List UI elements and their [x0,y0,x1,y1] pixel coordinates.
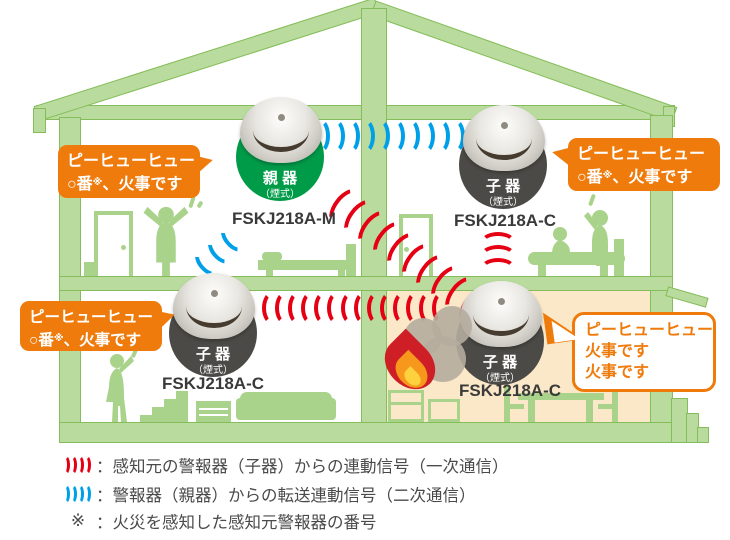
fire-origin-bubble: ピーヒューヒュー 火事です 火事です [572,312,716,392]
legend-secondary-signal: ：警報器（親器）からの転送連動信号（二次通信） [60,482,476,506]
stairs-step [164,399,188,407]
sofa-seat [240,404,332,420]
bubble-line: ピーヒューヒュー [67,153,196,170]
device-model-label: FSKJ218A-C [458,381,562,400]
device-type: （煙式） [193,365,233,376]
device-child-bottom-right: 子 器 （煙式） [456,281,546,385]
device-child-bottom-left: 子 器 （煙式） [169,273,259,377]
cabinet-drawer-line [199,414,228,416]
table-leg [528,400,535,422]
door-upper-left [94,211,133,280]
sofa-back [240,392,332,406]
bench-post [614,239,624,279]
device-name: 親 器 [262,170,298,187]
device-child-top-right: 子 器 （煙式） [459,105,549,209]
bubble-line: ピーヒューヒュー [29,309,154,326]
bubble-line: ピーヒューヒュー [585,322,714,339]
device-name: 子 器 [482,354,518,371]
device-name: 子 器 [195,346,231,363]
alert-bubble-top-right: ピーヒューヒュー ○番※、火事です [568,138,720,191]
person-woman [106,354,134,422]
person-arms-up [143,206,189,279]
children-playing [552,210,608,266]
bubble-tail-fill [551,317,580,343]
table-leg [586,400,593,422]
bubble-line: 火事です [585,343,650,360]
table-top [518,393,604,400]
cabinet-drawer-line [199,408,228,410]
bubble-line: 火事です [585,364,650,381]
bubble-line: ピーヒューヒュー [577,146,706,163]
stairs-step [152,407,188,415]
stairs-step [140,415,188,423]
bubble-line: ○番※、火事です [67,176,183,193]
chair-seat [598,404,612,409]
legend-text: ：感知元の警報器（子器）からの連動信号（一次通信） [96,458,509,476]
cabinet [196,401,231,422]
red-waves-icon [60,454,96,476]
shoe-cabinet [84,262,94,280]
bench-leg [600,264,608,278]
bench-leg [538,264,546,278]
bubble-tail [194,151,215,173]
device-parent-unit: 親 器 （煙式） [236,97,326,201]
sofa-armrest [326,398,336,420]
smoke-detector-photo [173,273,255,339]
alert-bubble-top-left: ピーヒューヒュー ○番※、火事です [58,145,200,198]
sofa-armrest [236,398,246,420]
bed-mattress [258,260,356,270]
smoke-detector-photo [460,281,542,347]
bed-leg [338,270,345,278]
ceiling-band [36,105,675,120]
chair-back [612,386,618,422]
bed-headboard [346,244,356,278]
legend-text: ：火災を感知した感知元警報器の番号 [96,514,377,532]
chair-back [504,386,510,422]
kitchen-cabinet [428,399,460,422]
alert-bubble-bottom-left: ピーヒューヒュー ○番※、火事です [20,301,162,351]
device-model-label: FSKJ218A-C [161,374,265,393]
exclamation-mark [588,193,596,207]
smoke-detector-photo [240,97,322,163]
legend-text: ：警報器（親器）からの転送連動信号（二次通信） [96,487,476,505]
device-type: （煙式） [260,189,300,200]
center-wall [361,8,387,424]
roof-left-slope [33,0,380,122]
blue-waves-icon [60,483,96,505]
smoke-detector-photo [463,105,545,171]
door-knob [404,247,409,252]
exclamation-dot [196,200,204,209]
door-knob [121,245,126,250]
device-model-label: FSKJ218A-M [232,209,336,228]
kitchen-counter [388,390,424,422]
bed-leg [266,270,273,278]
kitchen-counter-shelf [391,402,421,405]
smoke-puff [432,306,472,346]
stairs-step [176,391,188,399]
chair-seat [510,404,524,409]
device-type: （煙式） [483,197,523,208]
bubble-line: ○番※、火事です [29,332,142,349]
ground-floor [59,422,673,443]
bubble-tail [550,143,572,165]
left-eave-fascia [33,108,46,133]
asterisk-symbol: ※ [70,511,86,530]
device-model-label: FSKJ218A-C [453,211,557,230]
device-name: 子 器 [485,178,521,195]
legend-primary-signal: ：感知元の警報器（子器）からの連動信号（一次通信） [60,453,509,477]
entrance-step [697,427,709,443]
floor-divider [59,276,673,291]
legend-note: ※ ：火災を感知した感知元警報器の番号 [60,509,377,533]
bubble-line: ○番※、火事です [577,169,693,186]
bed-pillow [262,252,282,261]
device-type: （煙式） [480,373,520,384]
